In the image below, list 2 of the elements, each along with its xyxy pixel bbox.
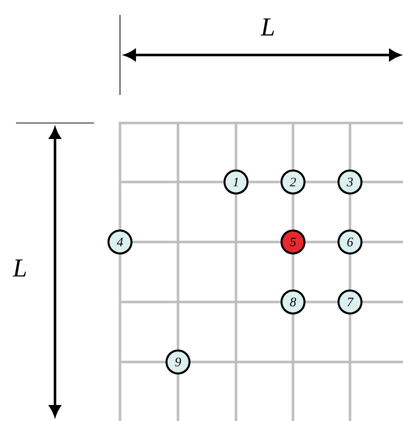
dimension-label: L: [260, 18, 274, 36]
dimension-label: L: [12, 260, 26, 276]
